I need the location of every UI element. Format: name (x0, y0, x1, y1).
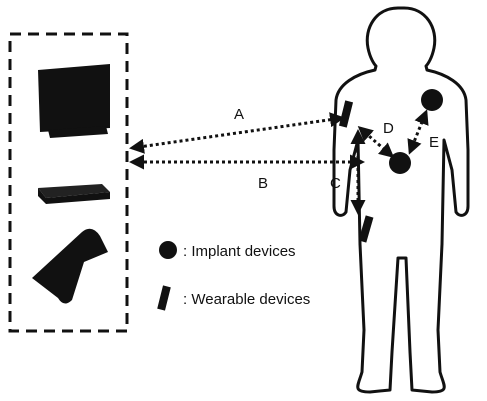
handheld-device-icon (32, 229, 108, 304)
legend-wearable-label: : Wearable devices (183, 291, 310, 308)
set-top-box-icon (38, 184, 110, 204)
label-e: E (429, 134, 439, 151)
implant-device-lower-icon (389, 152, 411, 174)
label-a: A (234, 106, 244, 123)
wearable-device-chest-icon (339, 100, 353, 127)
label-b: B (258, 175, 268, 192)
implant-device-upper-icon (421, 89, 443, 111)
monitor-icon (38, 64, 110, 138)
legend-implant-label: : Implant devices (183, 243, 296, 260)
label-d: D (383, 120, 394, 137)
legend-implant-icon (159, 241, 177, 259)
legend-wearable-icon (157, 285, 171, 310)
human-body-silhouette (334, 8, 468, 392)
label-c: C (330, 175, 341, 192)
link-e-arrow (410, 112, 426, 152)
